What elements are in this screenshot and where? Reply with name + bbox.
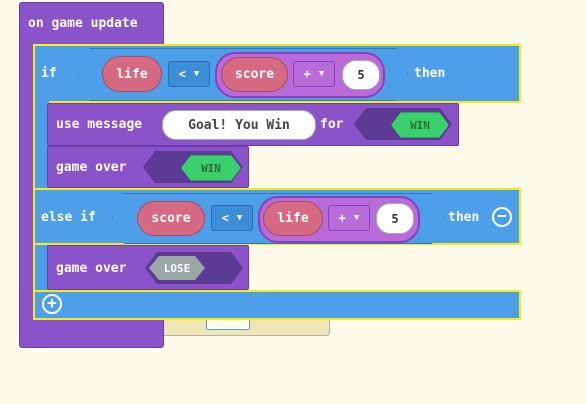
then-label: then [414, 66, 446, 81]
chevron-down-icon: ▼ [318, 69, 325, 79]
number-input[interactable]: 5 [376, 203, 414, 234]
lose-result[interactable]: LOSE [149, 256, 205, 280]
minus-icon[interactable]: − [492, 207, 512, 227]
chevron-down-icon: ▼ [353, 213, 360, 223]
chevron-down-icon: ▼ [236, 213, 243, 223]
win-value[interactable]: WIN [391, 112, 449, 138]
if-block-spine [33, 100, 49, 190]
compare-operator-dropdown[interactable]: < ▼ [211, 205, 253, 231]
plus-icon[interactable]: + [42, 294, 62, 314]
message-text-input[interactable]: Goal! You Win [162, 110, 316, 140]
if-block-spine-2 [33, 243, 49, 293]
for-label: for [320, 117, 344, 132]
variable-life[interactable]: life [102, 56, 162, 92]
number-input[interactable]: 5 [342, 60, 380, 90]
else-if-label: else if [41, 210, 96, 225]
variable-score[interactable]: score [137, 201, 205, 236]
math-operator-dropdown[interactable]: + ▼ [328, 205, 370, 231]
if-block-footer [33, 290, 521, 320]
game-over-label: game over [56, 160, 127, 175]
chevron-down-icon: ▼ [193, 69, 200, 79]
game-over-label: game over [56, 261, 127, 276]
math-operator-dropdown[interactable]: + ▼ [293, 61, 335, 87]
event-label: on game update [28, 16, 138, 31]
win-result[interactable]: WIN [181, 155, 241, 181]
then-label: then [448, 210, 480, 225]
use-message-label: use message [56, 117, 143, 132]
variable-score[interactable]: score [221, 57, 288, 92]
variable-life[interactable]: life [263, 201, 323, 236]
if-label: if [41, 66, 57, 81]
compare-operator-dropdown[interactable]: < ▼ [168, 61, 210, 87]
